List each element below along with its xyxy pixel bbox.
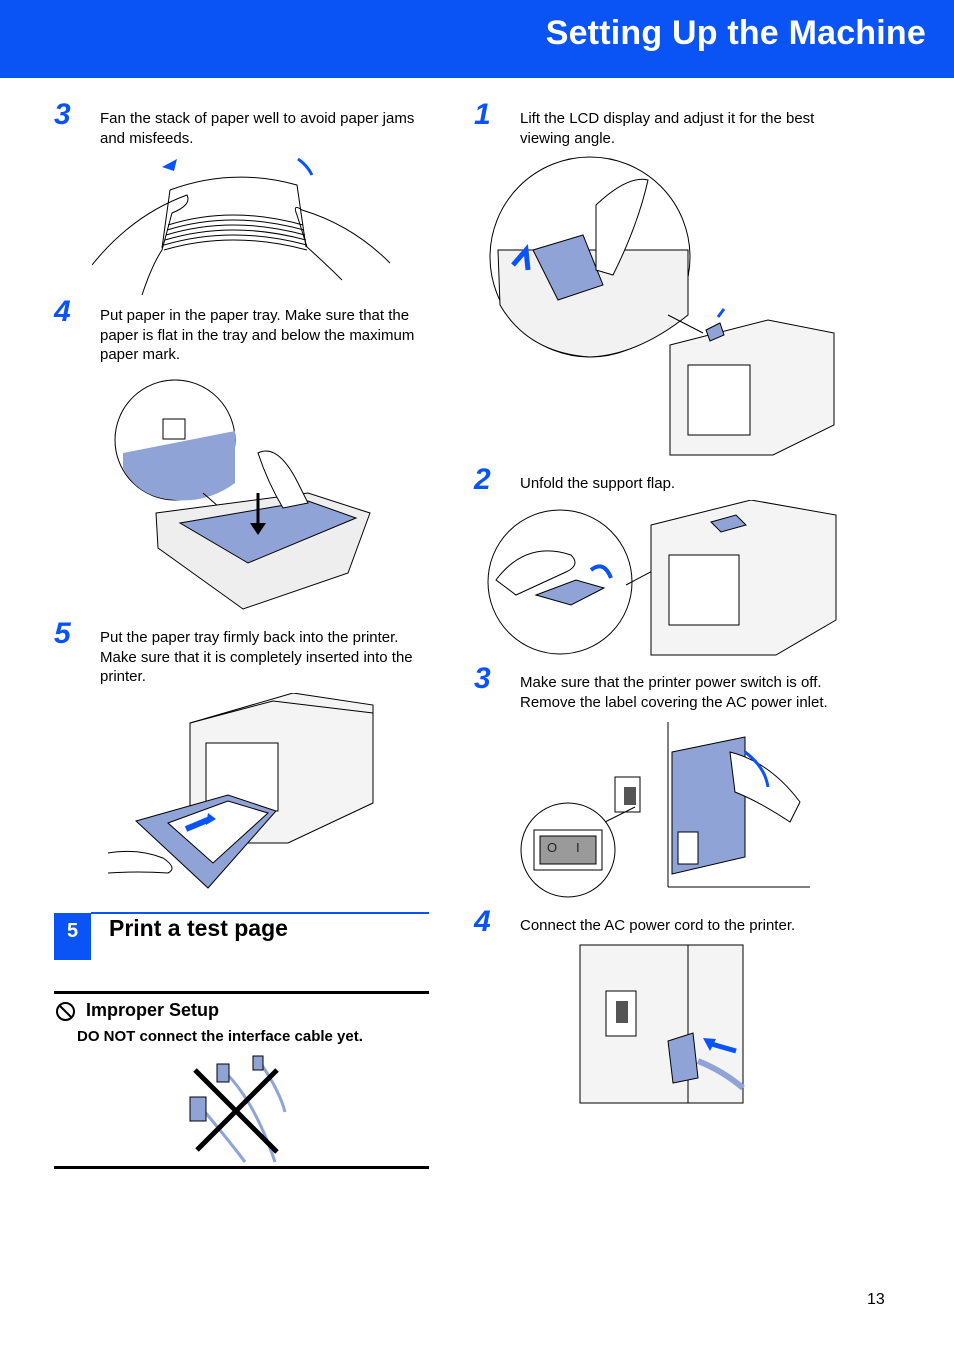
step-number: 3: [54, 98, 71, 131]
step-text: Put paper in the paper tray. Make sure t…: [100, 307, 415, 363]
interface-cable-crossed-illustration: [189, 1055, 287, 1163]
step-text: Put the paper tray firmly back into the …: [100, 629, 413, 685]
step-text: Lift the LCD display and adjust it for t…: [520, 110, 815, 147]
step-number: 4: [474, 905, 491, 938]
warning-text: DO NOT connect the interface cable yet.: [77, 1028, 363, 1045]
step-number: 3: [474, 662, 491, 695]
step-number: 5: [54, 617, 71, 650]
fan-paper-illustration: [92, 157, 391, 295]
page-number: 13: [867, 1291, 885, 1308]
switch-off-label: O: [547, 840, 558, 855]
lcd-display-illustration: [489, 156, 835, 456]
step-text: Unfold the support flap.: [520, 475, 676, 492]
header-bar: [0, 0, 954, 78]
paper-tray-illustration: [114, 379, 371, 610]
page-title: Setting Up the Machine: [545, 14, 926, 52]
prohibited-icon: [56, 1002, 75, 1021]
warning-bottom-rule: [54, 1166, 429, 1169]
step-text: Connect the AC power cord to the printer…: [520, 917, 796, 934]
step-text: Fan the stack of paper well to avoid pap…: [100, 110, 415, 147]
warning-title: Improper Setup: [86, 1000, 220, 1020]
step-number: 4: [54, 295, 71, 328]
tray-insert-illustration: [108, 693, 374, 889]
power-switch-illustration: [520, 722, 810, 898]
switch-on-label: I: [576, 840, 580, 855]
section-rule: [91, 912, 429, 914]
step-number: 1: [474, 98, 491, 131]
section-number-badge: 5: [54, 913, 91, 960]
step-text: Make sure that the printer power switch …: [520, 674, 828, 711]
power-cord-illustration: [579, 944, 745, 1104]
section-title: Print a test page: [109, 915, 288, 941]
support-flap-illustration: [487, 500, 837, 656]
step-number: 2: [474, 463, 491, 496]
warning-top-rule: [54, 991, 429, 994]
